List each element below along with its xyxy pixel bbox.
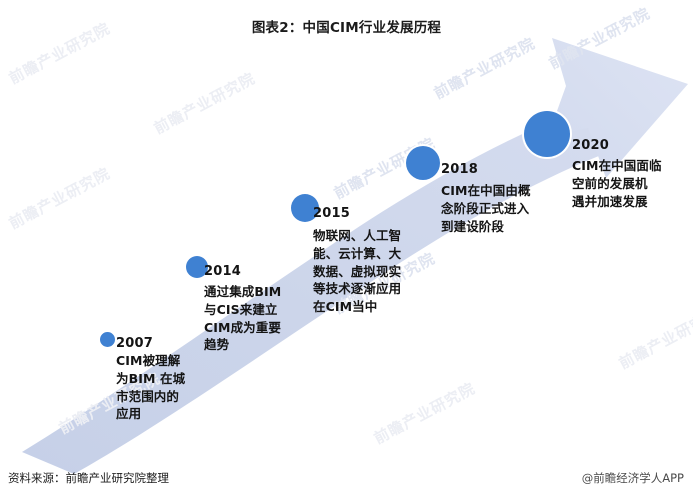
milestone-year-2014: 2014 <box>204 264 241 279</box>
app-credit: @前瞻经济学人APP <box>581 471 684 485</box>
milestone-desc-2015: 物联网、人工智 能、云计算、大 数据、虚拟现实 等技术逐渐应用 在CIM当中 <box>313 228 402 314</box>
milestone-desc-2020: CIM在中国面临 空前的发展机 遇并加速发展 <box>572 158 662 209</box>
milestone-year-2018: 2018 <box>441 162 478 177</box>
milestone-desc-2007: CIM被理解 为BIM 在城 市范围内的 应用 <box>116 353 186 422</box>
milestone-dot-2020[interactable] <box>524 111 570 157</box>
milestone-dot-2014[interactable] <box>186 256 208 278</box>
milestone-dot-2007[interactable] <box>100 332 115 347</box>
milestone-year-2015: 2015 <box>313 206 350 221</box>
page-title: 图表2：中国CIM行业发展历程 <box>251 20 442 36</box>
source-note: 资料来源：前瞻产业研究院整理 <box>8 471 169 485</box>
milestone-dot-2015[interactable] <box>291 194 319 222</box>
milestone-desc-2018: CIM在中国由概 念阶段正式进入 到建设阶段 <box>441 183 531 234</box>
arrow-body <box>22 104 614 474</box>
milestone-year-2020: 2020 <box>572 138 609 153</box>
milestone-dot-2018[interactable] <box>406 146 440 180</box>
arrow-head <box>548 38 688 178</box>
milestone-year-2007: 2007 <box>116 336 153 351</box>
milestone-desc-2014: 通过集成BIM 与CIS来建立 CIM成为重要 趋势 <box>204 284 282 353</box>
